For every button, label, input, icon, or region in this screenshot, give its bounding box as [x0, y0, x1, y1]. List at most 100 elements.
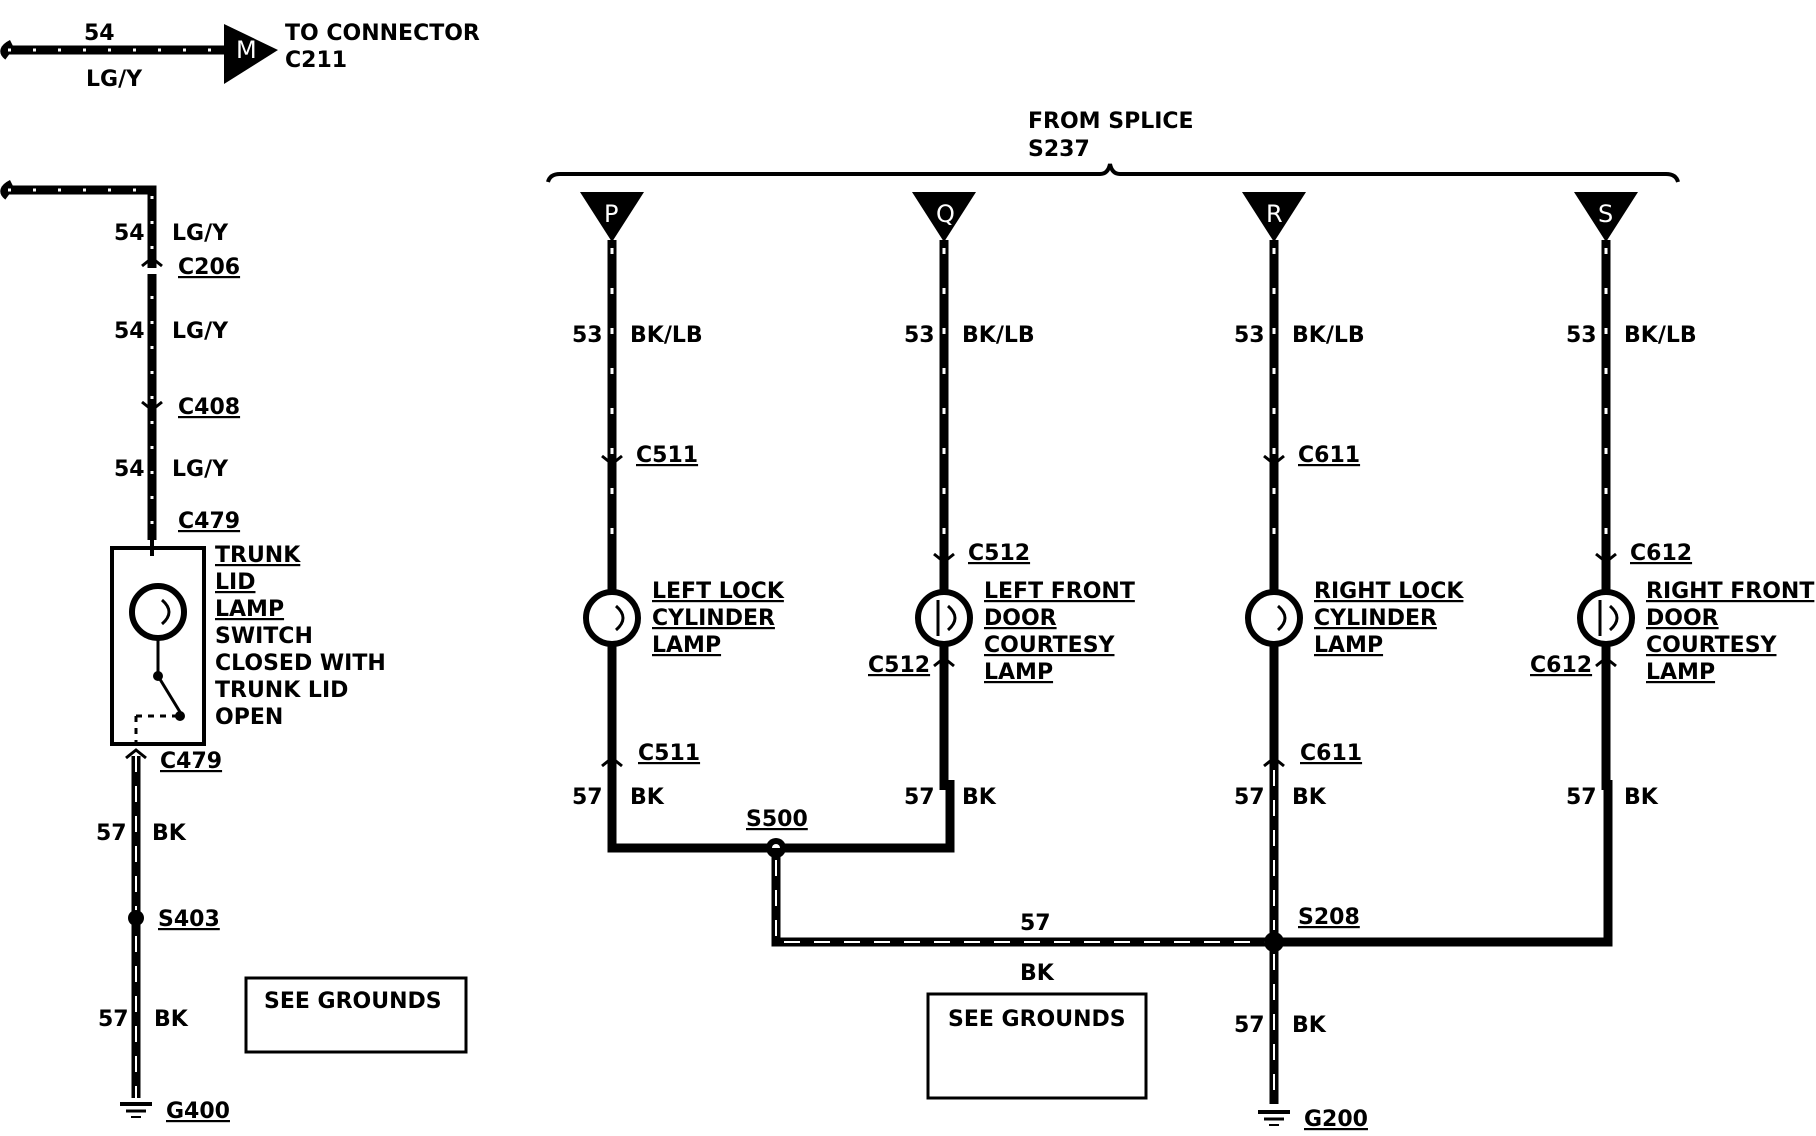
wire-57-bk-bus: [771, 780, 1613, 947]
connector-gap: [144, 268, 160, 274]
lamp-filament-icon: [1276, 604, 1287, 632]
wire-color: LG/Y: [172, 221, 229, 246]
trunk-lid-lamp-circuit: 54 LG/Y C206 54 LG/Y C408 54 LG/Y C479 T…: [0, 179, 468, 1124]
wire-color: LG/Y: [172, 457, 229, 482]
switch-terminal: [175, 711, 185, 721]
ground-g400: G400: [166, 1099, 230, 1124]
circuit-number: 57: [904, 785, 935, 810]
connector-pin-triangle: [912, 192, 976, 242]
lamp-label-line: LEFT LOCK: [652, 579, 785, 604]
lamp-label-line: RIGHT LOCK: [1314, 579, 1464, 604]
splice-s208: S208: [1298, 905, 1360, 930]
connector-pin-triangle: [224, 24, 278, 84]
lamp-label-line: DOOR: [984, 606, 1057, 631]
connector-c206: C206: [178, 255, 240, 280]
connector-label-line2: C211: [285, 48, 347, 73]
connector-symbol: [141, 256, 163, 268]
connector-c479-lower: C479: [160, 749, 222, 774]
connector-upper: C611: [1298, 443, 1360, 468]
wire-break-mark: [0, 39, 15, 60]
wire-break-mark: [0, 179, 15, 200]
circuit-number: 53: [1566, 323, 1597, 348]
circuit-number: 57: [98, 1007, 129, 1032]
drop-circuit-number: 57: [1234, 1013, 1265, 1038]
connector-lower: C611: [1300, 741, 1362, 766]
lamp-label-line: COURTESY: [984, 633, 1116, 658]
bracket-line: [546, 163, 1680, 183]
lamp-label-line: LAMP: [984, 660, 1053, 685]
splice-s403: S403: [158, 907, 220, 932]
wire-color: BK/LB: [1624, 323, 1697, 348]
wire-color: LG/Y: [86, 67, 143, 92]
connector-symbol: [601, 454, 623, 466]
wire-color: BK/LB: [630, 323, 703, 348]
connector-symbol: [933, 552, 955, 564]
circuit-number: 54: [114, 221, 145, 246]
bus-wire-color: BK: [1020, 961, 1055, 986]
wire-color: LG/Y: [172, 319, 229, 344]
lamp-label-line: CYLINDER: [652, 606, 775, 631]
wire-color: BK: [630, 785, 665, 810]
circuit-number: 54: [114, 319, 145, 344]
connector-c211-feed: M 54 LG/Y TO CONNECTOR C211: [0, 21, 480, 92]
splice-s403-node: [128, 910, 144, 926]
wire-tracer: [8, 188, 154, 540]
connector-symbol: [1263, 454, 1285, 466]
connector-upper: C612: [1630, 541, 1692, 566]
connector-upper: C511: [636, 443, 698, 468]
lamp-label-line: LAMP: [652, 633, 721, 658]
see-grounds-label: SEE GROUNDS: [948, 1007, 1126, 1032]
circuit-number: 57: [1566, 785, 1597, 810]
splice-header-line2: S237: [1028, 137, 1090, 162]
lamp-bulb-icon: [1245, 589, 1303, 647]
wire-color: BK: [962, 785, 997, 810]
lamp-bulb-icon: [129, 583, 187, 641]
wire-color: BK/LB: [1292, 323, 1365, 348]
circuit-number: 57: [96, 821, 127, 846]
lamp-filament-icon: [160, 598, 171, 626]
lamp-filament-icon: [946, 604, 957, 632]
splice-header-line1: FROM SPLICE: [1028, 109, 1194, 134]
connector-c408: C408: [178, 395, 240, 420]
switch-label-line: LAMP: [215, 597, 284, 622]
see-grounds-box-right: [926, 992, 1148, 1100]
circuit-number: 53: [572, 323, 603, 348]
switch-label-line: TRUNK LID: [215, 678, 348, 703]
connector-pin-triangle: [580, 192, 644, 242]
lamp-label-line: LEFT FRONT: [984, 579, 1135, 604]
lamp-label-line: LAMP: [1314, 633, 1383, 658]
ground-icon: [1258, 1110, 1290, 1126]
connector-pin-triangle: [1574, 192, 1638, 242]
see-grounds-box-left: [244, 976, 468, 1054]
lamp-label-line: COURTESY: [1646, 633, 1778, 658]
lamp-label-line: LAMP: [1646, 660, 1715, 685]
pin-label: S: [1598, 200, 1613, 228]
pin-label: P: [604, 200, 618, 228]
wire-color: BK: [1624, 785, 1659, 810]
switch-label-line: SWITCH: [215, 624, 313, 649]
splice-s237-bracket: FROM SPLICE S237: [546, 109, 1680, 183]
lamp-filament-icon: [1608, 604, 1619, 632]
lamp-bulb-icon: [1577, 589, 1635, 647]
trunk-lid-lamp-switch-box: [110, 546, 206, 746]
drop-wire-color: BK: [1292, 1013, 1327, 1038]
pin-label: R: [1266, 200, 1283, 228]
wire-color: BK: [152, 821, 187, 846]
connector-lower: C612: [1530, 653, 1592, 678]
circuit-number: 54: [114, 457, 145, 482]
lamp-bulb-icon: [915, 589, 973, 647]
pin-label: M: [236, 36, 257, 64]
connector-pin-triangle: [1242, 192, 1306, 242]
circuit-number: 57: [572, 785, 603, 810]
connector-lower: C512: [868, 653, 930, 678]
switch-label-line: LID: [215, 570, 255, 595]
wire-color: BK/LB: [962, 323, 1035, 348]
ground-network: S500 S208 57 BK 57 BK G200 SEE GROUNDS: [607, 780, 1613, 1132]
